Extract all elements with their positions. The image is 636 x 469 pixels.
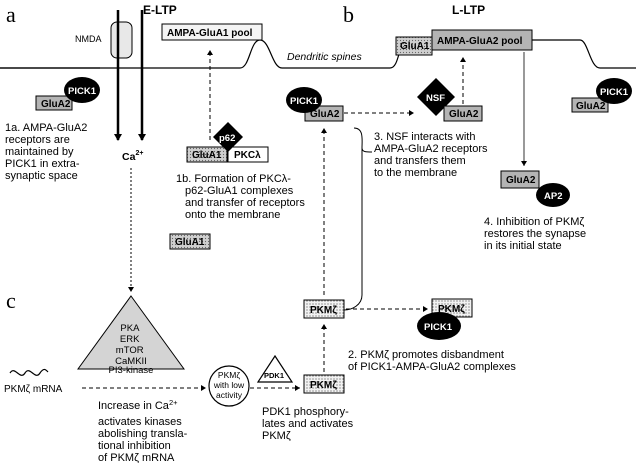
panel-letter-c: c (6, 288, 16, 313)
kinase-pi3: PI3-kinase (109, 365, 154, 376)
nmda-label: NMDA (75, 34, 102, 44)
glua2-nsf-label: GluA2 (449, 109, 479, 120)
pick1-1a-oval (64, 77, 100, 103)
glua2-ap2-box (500, 170, 540, 189)
header-lltp: L-LTP (452, 3, 485, 17)
pkmz-low-line1: PKMζ (218, 370, 240, 380)
pick1-disband-oval (417, 312, 461, 340)
caption-4: 4. Inhibition of PKMζ restores the synap… (484, 216, 589, 252)
pick1-right-label: PICK1 (600, 87, 629, 98)
glua1-free-box (169, 233, 211, 250)
header-eltp: E-LTP (143, 3, 177, 17)
pick1-1a-label: PICK1 (68, 86, 97, 97)
glua2-right-label: GluA2 (576, 101, 606, 112)
glua2-1a-label: GluA2 (41, 99, 71, 110)
pkcl-box (227, 146, 269, 163)
pick1-right-oval (596, 78, 632, 104)
caption-2: 2. PKMζ promotes disbandment of PICK1-AM… (348, 349, 516, 373)
p62-diamond (213, 122, 243, 152)
glua1-1b-label: GluA1 (192, 150, 222, 161)
pkmz-box-upper (303, 299, 345, 319)
ampa-glua1-pool-label: AMPA-GluA1 pool (167, 28, 253, 39)
bracket-line (343, 127, 363, 311)
pdk1-triangle (256, 354, 294, 383)
glua1-free-label: GluA1 (175, 237, 205, 248)
pkmz-low-activity-circle (208, 365, 250, 407)
pkmz-box-lower (303, 374, 345, 394)
caption-1a: 1a. AMPA-GluA2 receptors are maintained … (5, 122, 90, 182)
pick1-mid-oval (286, 87, 322, 113)
caption-pdk1: PDK1 phosphory- lates and activates PKMζ (262, 406, 356, 442)
pkmz-upper-label: PKMζ (310, 305, 337, 316)
pkmz-mrna-label: PKMζ mRNA (4, 384, 63, 395)
pdk1-label: PDK1 (264, 371, 284, 380)
panel-letter-a: a (6, 2, 16, 27)
kinases-triangle (77, 295, 185, 370)
glua2-ap2-label: GluA2 (506, 175, 536, 186)
pick1-mid-label: PICK1 (290, 96, 319, 107)
glua1-1b-box (186, 146, 228, 163)
pick1-disband-label: PICK1 (424, 322, 453, 333)
glua2-mid-label: GluA2 (310, 109, 340, 120)
p62-label: p62 (219, 133, 235, 144)
pkmz-right-label: PKMζ (438, 304, 465, 315)
glua2-1a-box (35, 95, 73, 111)
ampa-glua1-pool-box (161, 23, 263, 41)
pkmz-low-line2: with low (213, 380, 245, 390)
panel-letter-b: b (343, 2, 354, 27)
ap2-oval (536, 183, 570, 207)
mrna-squiggle (9, 368, 49, 376)
caption-1b: 1b. Formation of PKCλ- p62-GluA1 complex… (176, 173, 308, 221)
dendritic-spines-label: Dendritic spines (287, 51, 362, 63)
ampa-glua2-pool-box (431, 29, 533, 51)
pkcl-label: PKCλ (234, 150, 261, 161)
ca-label: Ca2+ (122, 150, 143, 163)
pkmz-lower-label: PKMζ (310, 380, 337, 391)
caption-ca-increase: Increase in Ca2+ activates kinases aboli… (98, 396, 190, 464)
pkmz-low-line3: activity (216, 390, 243, 400)
kinases-list: PKA ERK mTOR CaMKII (115, 323, 147, 367)
ap2-label: AP2 (544, 191, 562, 202)
nmda-receptor (110, 21, 133, 59)
glua2-right-box (571, 97, 609, 113)
ampa-glua2-pool-label: AMPA-GluA2 pool (437, 36, 523, 47)
nsf-label: NSF (426, 93, 445, 104)
glua1-lltp-label: GluA1 (400, 41, 430, 52)
glua2-nsf-box (443, 105, 483, 122)
caption-3: 3. NSF interacts with AMPA-GluA2 recepto… (374, 131, 491, 179)
